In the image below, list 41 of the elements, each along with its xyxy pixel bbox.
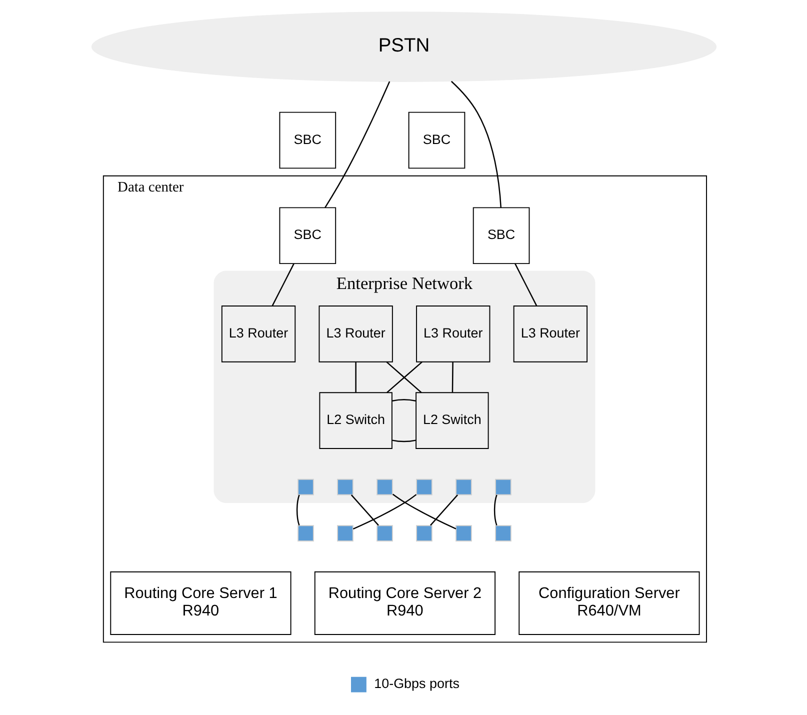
node-box: SBC — [278, 207, 336, 264]
node-box: SBC — [278, 112, 336, 169]
connector — [392, 440, 416, 442]
connector — [430, 494, 458, 526]
node-box — [297, 478, 314, 496]
connector — [392, 399, 416, 402]
node-box: Routing Core Server 2 R940 — [314, 571, 496, 635]
node-box — [455, 525, 472, 542]
node-box — [336, 525, 353, 542]
connector — [493, 494, 497, 526]
node-box: Routing Core Server 1 R940 — [110, 571, 291, 635]
node-box: L2 Switch — [415, 392, 488, 450]
node-box — [336, 478, 353, 496]
node-box — [494, 478, 511, 496]
connector — [354, 362, 356, 392]
connector — [350, 494, 378, 526]
node-box — [376, 525, 392, 542]
node-box: Configuration Server R640/VM — [518, 571, 700, 635]
connector — [451, 362, 453, 392]
node-box: L3 Router — [416, 305, 490, 362]
node-box — [455, 478, 472, 496]
node-box — [416, 525, 432, 542]
connector — [514, 263, 537, 306]
node-box: L3 Router — [318, 305, 392, 362]
node-box — [376, 478, 392, 496]
node-box: L3 Router — [220, 305, 296, 362]
connector — [296, 494, 300, 526]
connector — [450, 80, 502, 208]
connector — [392, 494, 456, 530]
node-ellipse: PSTN — [90, 12, 716, 82]
node-box — [416, 478, 432, 496]
node-box: L3 Router — [512, 305, 588, 362]
connector — [352, 494, 416, 530]
node-box: L2 Switch — [318, 392, 392, 450]
connector — [324, 81, 390, 208]
node-box: SBC — [408, 112, 465, 169]
node-box: SBC — [472, 207, 530, 264]
node-box — [494, 525, 511, 542]
legend-label: 10-Gbps ports — [374, 676, 459, 692]
node-box — [297, 525, 314, 542]
connector — [271, 263, 294, 306]
